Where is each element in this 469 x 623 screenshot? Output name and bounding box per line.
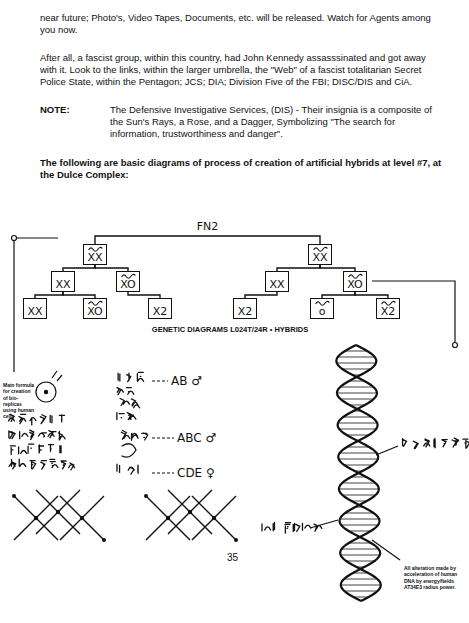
genotype-box: XX [308,244,332,265]
genotype-text: X2 [153,299,168,317]
cross-strokes [146,490,236,540]
genotype-text: X2 [238,299,253,317]
body-text: After all, a fascist group, within this … [40,52,445,88]
annotation: Main formula for creation of bio-replica… [3,382,35,420]
page-number: 35 [227,552,238,565]
genotype-text: XX [27,299,42,317]
glyph-strokes [8,372,469,533]
note-heading: NOTE: [40,104,90,116]
formula-circle [36,382,56,402]
helix-rungs [337,345,381,597]
leader-lines [12,236,458,561]
cross-chain [14,490,236,540]
diagram-caption: GENETIC DIAGRAMS L024T/24R • HYBRIDS [100,325,360,334]
genotype-box: XO [83,298,107,319]
helix-strand [336,345,380,601]
leader-line [376,446,398,455]
genotype-text: o [319,299,326,317]
dashed-leader [152,381,174,473]
alien-glyphs [8,372,469,533]
leader-line [372,540,400,560]
genotype-box: X2 [376,298,400,319]
genotype-text: XX [55,272,70,290]
genotype-box: XO [116,271,140,292]
genotype-box: XX [265,271,289,292]
genotype-text: XX [87,245,102,263]
cross-dots [12,494,238,542]
genotype-box: X2 [233,298,257,319]
leader-line [17,237,59,238]
section-heading: The following are basic diagrams of proc… [40,157,445,181]
genotype-text: X2 [381,299,396,317]
dna-helix [336,345,380,601]
cross-strokes [14,490,104,540]
helix-strand [337,345,380,601]
genotype-box: XO [343,271,367,292]
formula-dot [44,390,47,393]
genotype-text: XX [269,272,284,290]
gene-label: ABC ♂ [177,431,216,446]
genotype-text: XX [312,245,327,263]
genotype-box: XX [23,298,47,319]
gene-label: AB ♂ [171,374,202,389]
annotation: All alteration made by acceleration of h… [404,565,464,590]
genotype-box: X2 [148,298,172,319]
leader-dot [12,236,17,241]
note-text: The Defensive Investigative Services, (D… [110,104,445,140]
genotype-box: XX [51,271,75,292]
lineage-line [95,236,320,244]
formula-ticks [52,371,62,381]
genotype-text: XO [120,272,136,290]
body-text: near future; Photo's, Video Tapes, Docum… [40,12,445,36]
leader-line [13,241,14,373]
leader-line [372,281,455,342]
leader-dot [453,343,458,348]
gene-label: CDE ♀ [177,466,215,481]
genotype-text: XO [347,272,363,290]
genotype-box: XX [83,244,107,265]
edge-label: FN2 [195,221,221,233]
genotype-text: XO [87,299,103,317]
genotype-box: o [310,298,334,319]
